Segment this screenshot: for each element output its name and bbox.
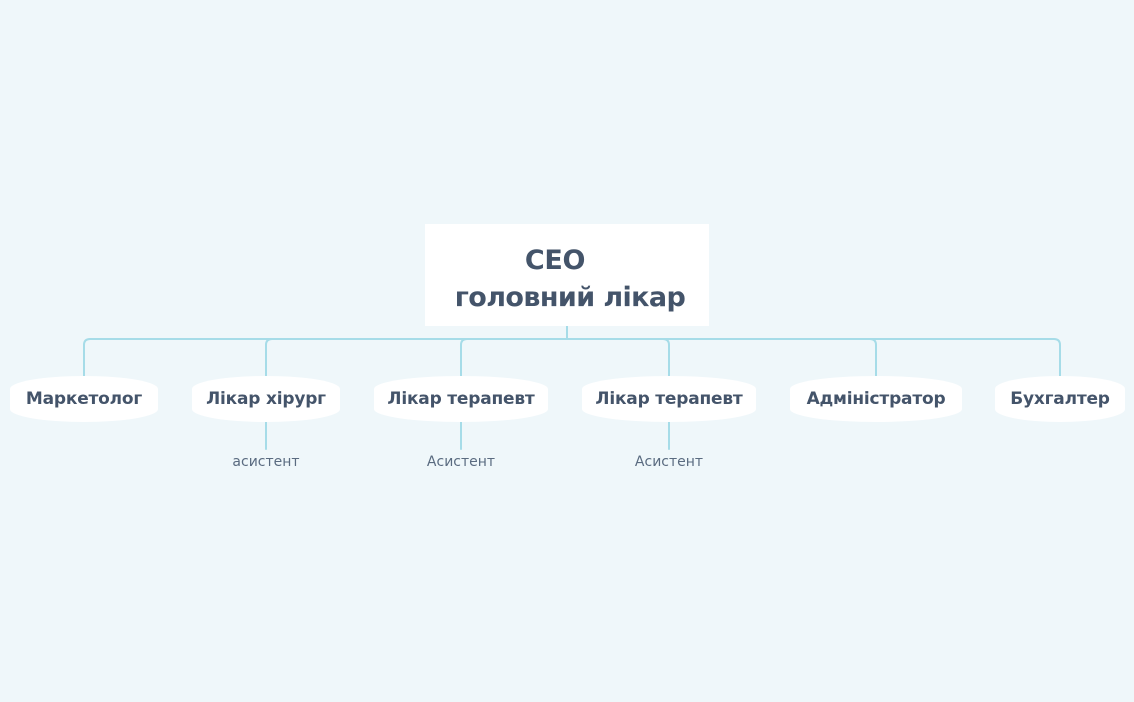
connector-surgeon — [265, 338, 568, 377]
topic-surgeon[interactable]: Лікар хірург — [192, 376, 340, 422]
topic-marketolog[interactable]: Маркетолог — [10, 376, 158, 422]
connector-accountant — [566, 338, 1061, 377]
topic-label: Лікар хірург — [206, 389, 326, 409]
topic-label: Лікар терапевт — [595, 389, 743, 409]
connector-therapist-1 — [460, 338, 568, 377]
root-title-line1: CEO — [524, 245, 586, 276]
connector-marketolog — [83, 338, 568, 377]
subtopic-therapist-2-assistant[interactable]: Асистент — [634, 454, 704, 470]
root-topic-ceo[interactable]: CEO головний лікар — [425, 224, 709, 326]
subtopic-therapist-1-assistant[interactable]: Асистент — [426, 454, 496, 470]
connector-therapist-2 — [566, 338, 670, 377]
topic-therapist-1[interactable]: Лікар терапевт — [374, 376, 548, 422]
subtopic-surgeon-assistant[interactable]: асистент — [232, 454, 300, 470]
topic-administrator[interactable]: Адміністратор — [790, 376, 962, 422]
topic-label: Бухгалтер — [1010, 389, 1110, 409]
topic-accountant[interactable]: Бухгалтер — [995, 376, 1125, 422]
topic-label: Лікар терапевт — [387, 389, 535, 409]
topic-label: Маркетолог — [25, 389, 143, 409]
connector-administrator — [566, 338, 877, 377]
topic-therapist-2[interactable]: Лікар терапевт — [582, 376, 756, 422]
topic-label: Адміністратор — [806, 389, 946, 409]
root-title-line2: головний лікар — [454, 282, 686, 313]
